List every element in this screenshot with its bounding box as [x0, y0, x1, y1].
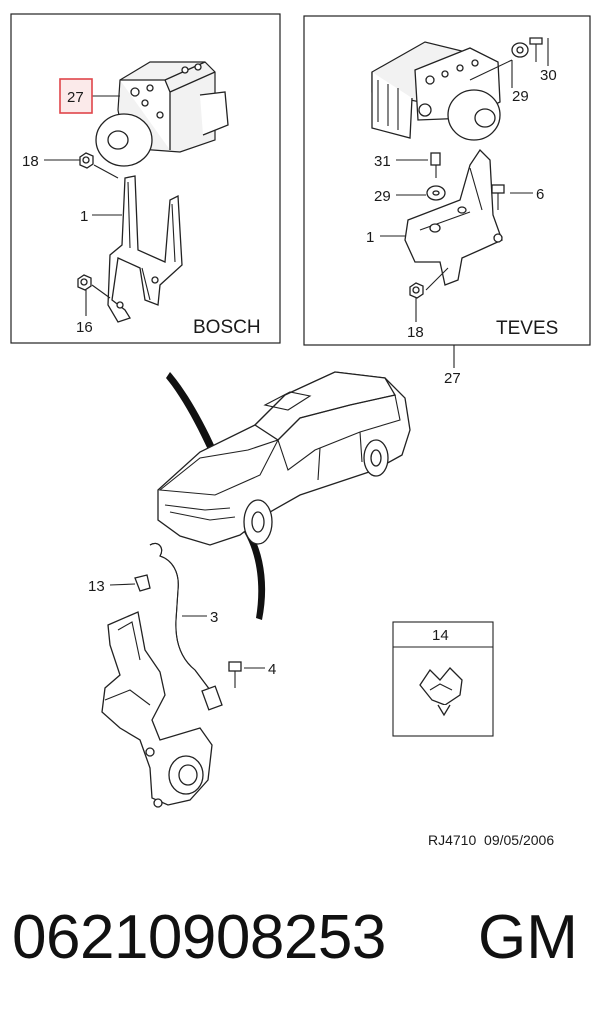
bosch-panel — [10, 13, 281, 344]
callout-16-left: 16 — [76, 319, 93, 336]
callout-6: 6 — [536, 186, 544, 203]
steering-knuckle-illustration — [101, 611, 213, 808]
drawing-reference: RJ4710 09/05/2006 — [428, 832, 554, 848]
callout-27-assembly: 27 — [444, 370, 461, 387]
teves-bolt-30-illustration — [529, 37, 543, 62]
callout-18-left: 18 — [22, 153, 39, 170]
teves-bolt-6-illustration — [491, 184, 505, 210]
brand-label-teves: TEVES — [496, 318, 558, 339]
callout-29: 29 — [374, 188, 391, 205]
highlighted-callout-27[interactable] — [59, 78, 93, 114]
callout-29-top: 29 — [512, 88, 529, 105]
bosch-bracket-illustration — [107, 175, 183, 323]
callout-1-right: 1 — [366, 229, 374, 246]
wheel-speed-sensor-cable-illustration — [149, 542, 223, 711]
callout-27-highlighted: 27 — [67, 89, 84, 106]
bosch-nut-18-illustration — [79, 152, 94, 169]
callout-18-right: 18 — [407, 324, 424, 341]
teves-panel — [303, 15, 591, 346]
teves-nut-18-illustration — [409, 282, 424, 299]
teves-bracket-illustration — [404, 148, 503, 286]
callout-4: 4 — [268, 661, 276, 678]
teves-grommet-29-top-illustration — [511, 42, 529, 58]
callout-13: 13 — [88, 578, 105, 595]
clip-13-illustration — [134, 574, 151, 592]
clip-14-box — [392, 621, 494, 737]
bosch-abs-module-illustration — [95, 61, 229, 167]
callout-1-left: 1 — [80, 208, 88, 225]
teves-stud-31-illustration — [430, 152, 441, 178]
car-illustration — [157, 371, 411, 620]
callout-30: 30 — [540, 67, 557, 84]
brand-label-bosch: BOSCH — [193, 317, 261, 338]
callout-31: 31 — [374, 153, 391, 170]
clip-14-illustration — [419, 667, 463, 717]
part-number: 06210908253 — [12, 903, 386, 972]
bolt-4-illustration — [228, 661, 242, 688]
manufacturer-brand: GM — [478, 903, 578, 972]
teves-abs-module-illustration — [371, 41, 501, 141]
bosch-nut-16-illustration — [77, 274, 92, 291]
teves-grommet-29-illustration — [426, 185, 446, 201]
callout-14: 14 — [432, 627, 449, 644]
callout-3: 3 — [210, 609, 218, 626]
